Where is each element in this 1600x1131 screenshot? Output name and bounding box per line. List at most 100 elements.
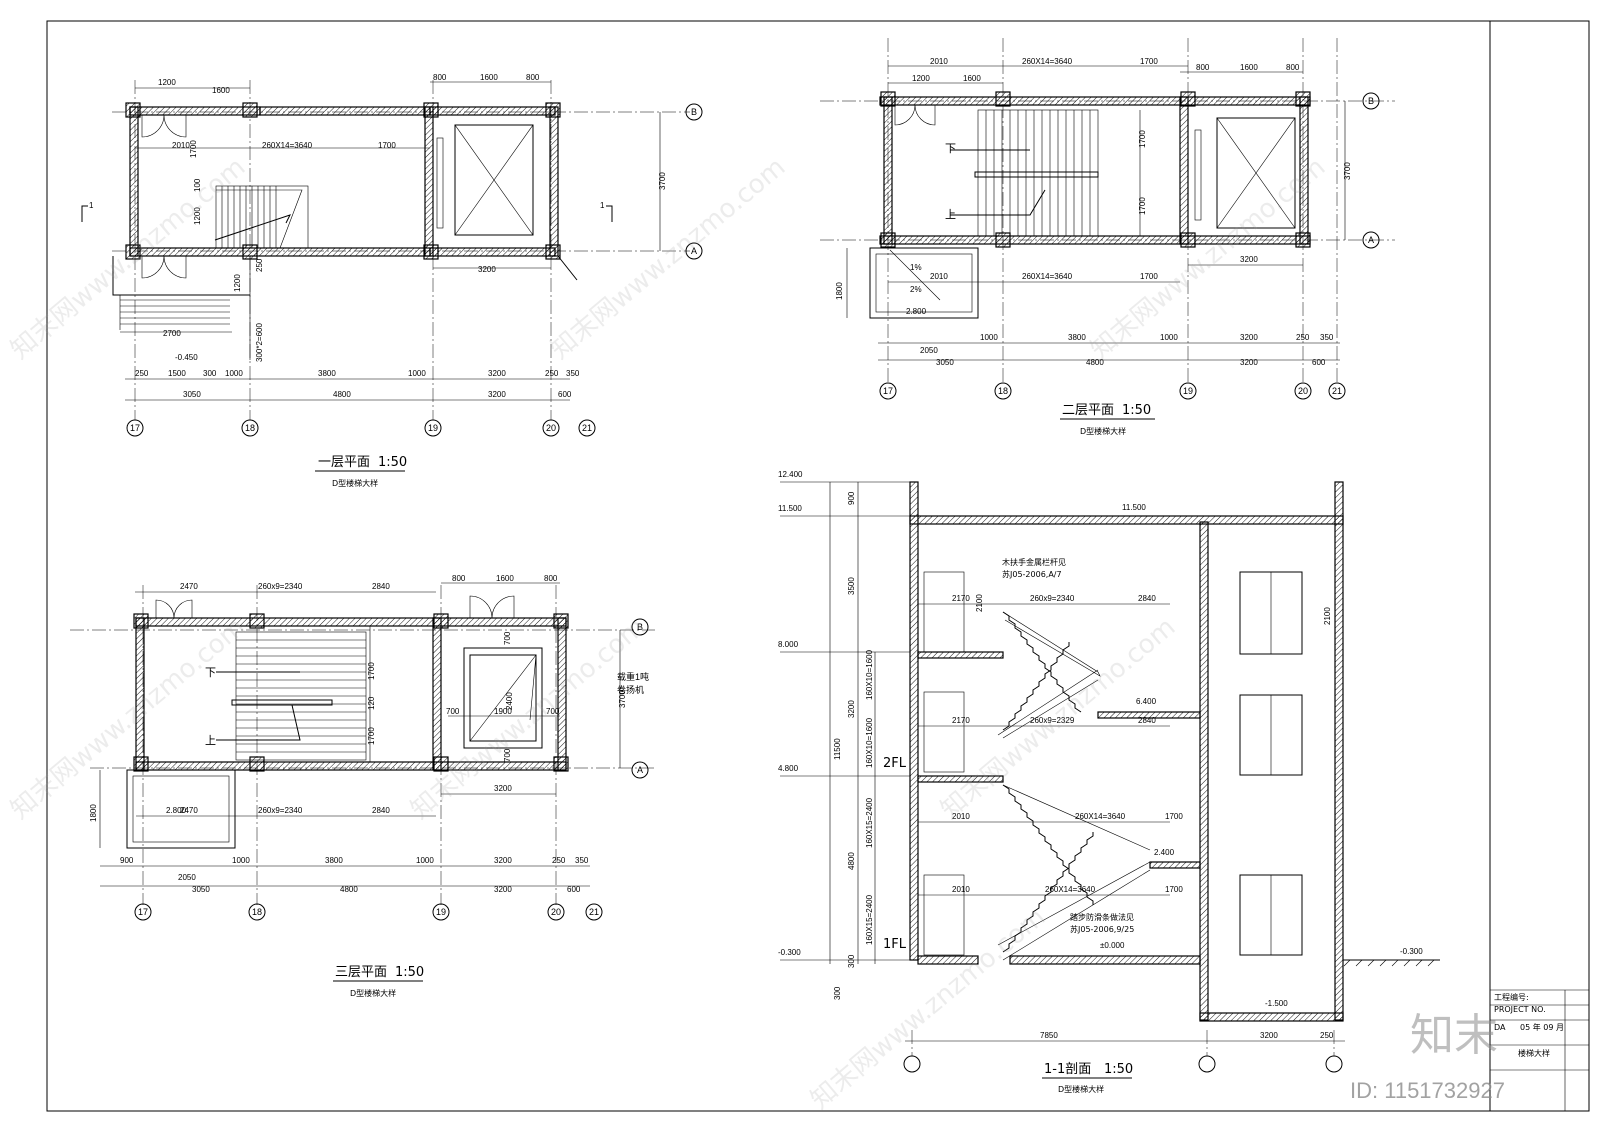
p2-canopy-1800: 1800 <box>835 282 844 300</box>
p2-stairb-2010: 2010 <box>930 272 948 281</box>
p1-b2-3200: 3200 <box>488 390 506 399</box>
sec-run-1700b: 1700 <box>1165 885 1183 894</box>
p3-r1-900: 900 <box>120 856 134 865</box>
p3-r1-350: 350 <box>575 856 589 865</box>
sec-level-11500: 11.500 <box>778 504 802 513</box>
sec-level-m0300: -0.300 <box>778 948 801 957</box>
hoist-shaft-plan3 <box>463 647 543 749</box>
p2-axis-17: 17 <box>883 386 893 396</box>
plan-second-floor: 下 上 1% 2% 2.800 1800 2010 260X14=3640 17… <box>820 38 1395 436</box>
p1-dim-1200: 1200 <box>158 78 176 87</box>
p3-up: 上 <box>205 734 216 747</box>
image-id: ID: 1151732927 <box>1350 1078 1505 1103</box>
p2-axis-21: 21 <box>1332 386 1342 396</box>
p3-v-2400: 2400 <box>505 692 514 710</box>
p1-axis-20: 20 <box>546 423 556 433</box>
p3-v-1700a: 1700 <box>367 662 376 680</box>
sec-v-300: 300 <box>847 954 856 968</box>
p2-top-1200: 1200 <box>912 74 930 83</box>
section-scale: 1:50 <box>1104 1062 1133 1077</box>
sec-run-2840a: 2840 <box>1138 594 1156 603</box>
sec-landing-0000: ±0.000 <box>1100 941 1125 950</box>
p1-dim-v600: 300*2=600 <box>255 323 264 362</box>
p3-axis-A: A <box>637 765 643 775</box>
plan-third-floor: 下 上 载重1吨 卷扬机 1800 2.800 2470 260x9=2340 … <box>70 574 655 998</box>
p3-axis-21: 21 <box>589 907 599 917</box>
p2-top-1600: 1600 <box>1240 63 1258 72</box>
p2-v-1700b: 1700 <box>1138 197 1147 215</box>
p2-stairb-run: 260X14=3640 <box>1022 272 1073 281</box>
p3-hoist-2: 卷扬机 <box>617 684 644 695</box>
section-title: 1-1剖面 <box>1044 1062 1091 1077</box>
sec-v-3200: 3200 <box>847 700 856 718</box>
sec-h-2100a: 2100 <box>975 594 984 612</box>
p3-r3-3050: 3050 <box>192 885 210 894</box>
p2-axis-B: B <box>1368 96 1374 106</box>
p1-dim-3700: 3700 <box>658 172 667 190</box>
p2-top-1700: 1700 <box>1140 57 1158 66</box>
watermark-text-3: 知末网www.znzmo.com <box>1085 152 1331 365</box>
p1-dim-v1700: 1700 <box>189 140 198 158</box>
sec-v-11500: 11500 <box>833 738 842 760</box>
p1-b1-3800: 3800 <box>318 369 336 378</box>
watermark-text-2: 知末网www.znzmo.com <box>545 152 791 365</box>
tb-project-no: 工程编号: <box>1494 992 1529 1002</box>
plan2-scale: 1:50 <box>1122 403 1151 418</box>
watermark-text-5: 知末网www.znzmo.com <box>405 612 651 825</box>
sec-flight-v4: 160X15=2400 <box>865 894 874 945</box>
p2-slope-1: 1% <box>910 263 922 272</box>
p2-up: 上 <box>945 208 956 221</box>
p3-axis-20: 20 <box>551 907 561 917</box>
p3-r2-2050: 2050 <box>178 873 196 882</box>
p1-section-mark-right: 1 <box>600 201 605 210</box>
sec-pit-1500: -1.500 <box>1265 999 1288 1008</box>
stair-flight-plan2 <box>950 109 1099 237</box>
p2-mid-3200: 3200 <box>1240 255 1258 264</box>
p1-dim-800b: 800 <box>526 73 540 82</box>
plan1-dimensions <box>120 81 661 401</box>
sec-bottom-250: 250 <box>1320 1031 1334 1040</box>
p3-top-1600: 1600 <box>496 574 514 583</box>
plan-first-floor: 1200 1600 800 1600 800 2010 260X14=3640 … <box>81 73 703 488</box>
p2-r1-3200: 3200 <box>1240 333 1258 342</box>
stair-flight-plan1 <box>214 185 309 249</box>
sec-run-2010a: 2010 <box>952 812 970 821</box>
tb-project-en: PROJECT NO. <box>1494 1005 1546 1014</box>
p2-axis-18: 18 <box>998 386 1008 396</box>
p2-axis-bubbles: 17 18 19 20 21 B A <box>879 92 1380 400</box>
p2-down: 下 <box>945 143 956 155</box>
p2-r1-1000a: 1000 <box>980 333 998 342</box>
p3-r3-4800: 4800 <box>340 885 358 894</box>
p1-b2-600: 600 <box>558 390 572 399</box>
p3-r1-1000b: 1000 <box>416 856 434 865</box>
section-subtitle: D型楼梯大样 <box>1058 1084 1104 1094</box>
p2-top-run: 260X14=3640 <box>1022 57 1073 66</box>
p3-v-3700: 3700 <box>618 690 627 708</box>
watermark: 知末网www.znzmo.com 知末网www.znzmo.com 知末网www… <box>5 152 1505 1115</box>
p3-lift-700b: 700 <box>546 707 560 716</box>
sec-roof-label: 11.500 <box>1122 503 1146 512</box>
sec-note-tread-1: 踏步防滑条做法见 <box>1070 912 1134 922</box>
tb-date-label: DA <box>1494 1023 1506 1032</box>
sec-run-2170a: 2170 <box>952 594 970 603</box>
p3-v-1700b: 1700 <box>367 727 376 745</box>
p3-top-800a: 800 <box>452 574 466 583</box>
sec-bottom-7850: 7850 <box>1040 1031 1058 1040</box>
plan2-title: 二层平面 <box>1062 403 1114 418</box>
sec-run-1700a: 1700 <box>1165 812 1183 821</box>
sec-run-3640a: 260X14=3640 <box>1075 812 1126 821</box>
sec-axis-bubble-1 <box>903 1055 921 1073</box>
sec-flight-v3: 160X15=2400 <box>865 797 874 848</box>
p1-b1-1000a: 1000 <box>225 369 243 378</box>
p3-below-run: 260x9=2340 <box>258 806 303 815</box>
p3-canopy-elev: 2.800 <box>166 806 187 815</box>
p1-dim-2700: 2700 <box>163 329 181 338</box>
sec-note-tread-2: 苏J05-2006,9/25 <box>1070 924 1134 934</box>
p2-v-3700: 3700 <box>1343 162 1352 180</box>
p1-dim-1600b: 1600 <box>480 73 498 82</box>
sheet-border <box>46 20 1590 1112</box>
p3-r1-250: 250 <box>552 856 566 865</box>
p2-r3-600: 600 <box>1312 358 1326 367</box>
p1-b1-250: 250 <box>135 369 149 378</box>
sec-axis-bubble-2 <box>1198 1055 1216 1073</box>
